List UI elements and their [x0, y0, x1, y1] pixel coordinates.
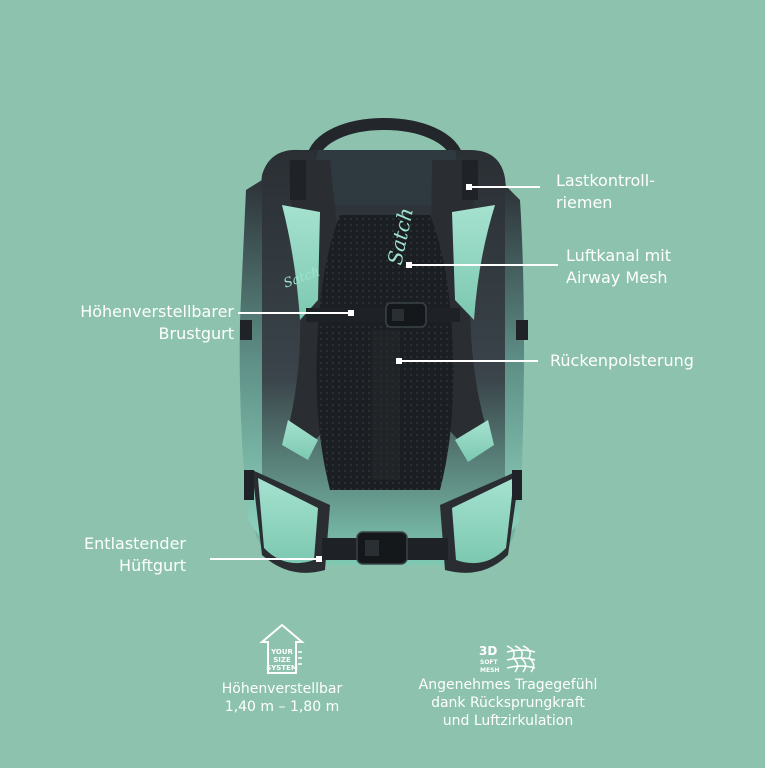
- callout-line-hueftgurt: [210, 558, 316, 560]
- svg-text:SYSTEM: SYSTEM: [266, 664, 298, 672]
- label-hueftgurt: Entlastender Hüftgurt: [84, 534, 186, 575]
- mesh-icon: 3D SOFT MESH: [479, 644, 536, 674]
- callout-line-brustgurt: [238, 312, 348, 314]
- hip-buckle: [356, 531, 408, 565]
- svg-text:3D: 3D: [479, 644, 497, 658]
- right-strap-mint: [452, 205, 495, 320]
- svg-text:SIZE: SIZE: [273, 656, 291, 664]
- left-load-strap: [290, 160, 306, 200]
- callout-dot-luftkanal: [406, 262, 412, 268]
- feature-soft-mesh: 3D SOFT MESH Angenehmes Tragegefühl dank…: [418, 644, 598, 729]
- left-side-panel: [239, 180, 262, 540]
- svg-text:MESH: MESH: [480, 667, 499, 674]
- house-arrow-icon: YOUR SIZE SYSTEM: [259, 623, 305, 674]
- callout-dot-lastkontroll: [466, 184, 472, 190]
- right-side-panel: [505, 185, 524, 540]
- label-ruecken: Rückenpolsterung: [550, 351, 694, 370]
- callout-dot-brustgurt: [348, 310, 354, 316]
- label-luftkanal: Luftkanal mit Airway Mesh: [566, 246, 671, 287]
- feature-size-system: YOUR SIZE SYSTEM Höhenverstellbar 1,40 m…: [200, 622, 364, 716]
- label-brustgurt: Höhenverstellbarer Brustgurt: [80, 302, 234, 343]
- handle: [306, 118, 464, 166]
- right-load-strap: [462, 160, 478, 200]
- label-lastkontroll: Lastkontroll- riemen: [556, 171, 655, 212]
- back-panel-top: [314, 150, 459, 205]
- svg-text:YOUR: YOUR: [270, 648, 293, 656]
- svg-text:SOFT: SOFT: [480, 659, 499, 666]
- callout-line-luftkanal: [412, 264, 558, 266]
- callout-line-lastkontroll: [472, 186, 540, 188]
- callout-dot-hueftgurt: [316, 556, 322, 562]
- chest-strap: [306, 308, 460, 322]
- callout-line-ruecken: [402, 360, 538, 362]
- left-strap-mint: [282, 205, 320, 320]
- callout-dot-ruecken: [396, 358, 402, 364]
